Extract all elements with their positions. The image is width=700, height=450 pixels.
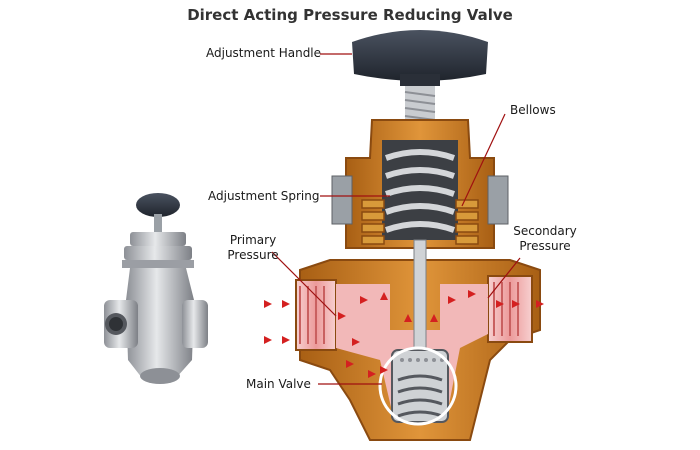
label-adjustment-handle: Adjustment Handle	[206, 46, 321, 61]
label-primary-line1: Primary	[220, 233, 286, 248]
label-secondary-line2: Pressure	[508, 239, 582, 254]
valve-photo	[104, 193, 208, 384]
label-main-valve: Main Valve	[246, 377, 311, 392]
label-primary-pressure: Primary Pressure	[220, 233, 286, 263]
label-adjustment-spring: Adjustment Spring	[208, 189, 319, 204]
label-bellows: Bellows	[510, 103, 556, 118]
label-primary-line2: Pressure	[220, 248, 286, 263]
label-secondary-pressure: Secondary Pressure	[508, 224, 582, 254]
label-secondary-line1: Secondary	[508, 224, 582, 239]
